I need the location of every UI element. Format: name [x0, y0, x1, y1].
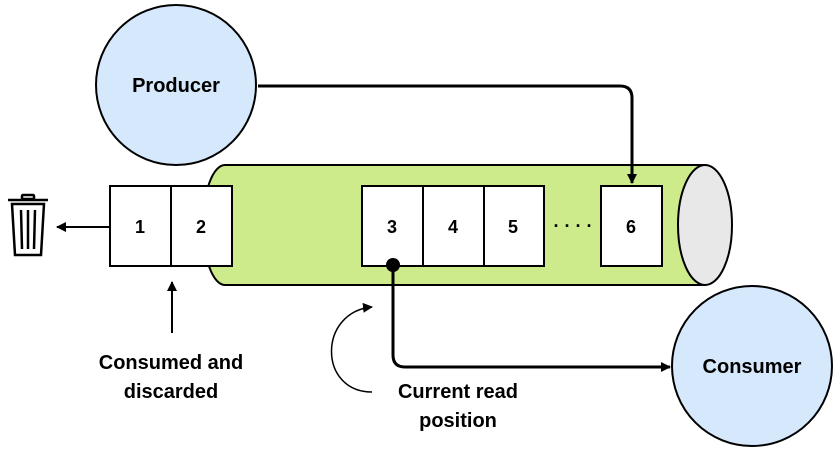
consumer-label: Consumer: [703, 356, 802, 378]
item-label: 5: [508, 217, 518, 237]
item-label: 4: [448, 217, 458, 237]
read-label-line2: position: [419, 410, 497, 432]
queue-item: 5: [483, 185, 545, 267]
discarded-item: 1: [109, 185, 172, 267]
producer-label: Producer: [132, 75, 220, 97]
read-position-curve: [330, 302, 373, 393]
consumed-label-line1: Consumed and: [99, 352, 243, 374]
consumer-node: Consumer: [671, 285, 833, 447]
ellipsis: · · · ·: [554, 216, 593, 236]
read-label-line1: Current read: [398, 381, 518, 403]
item-label: 2: [196, 217, 206, 237]
item-label: 6: [626, 217, 636, 237]
producer-node: Producer: [95, 4, 257, 166]
discarded-item: 2: [170, 185, 233, 267]
queue-item-tail: 6: [600, 185, 663, 267]
item-label: 3: [387, 217, 397, 237]
consumer-arrow: [391, 265, 671, 372]
pipe-end: [677, 164, 733, 286]
item-label: 1: [135, 217, 145, 237]
queue-item: 4: [422, 185, 485, 267]
consumed-label-line2: discarded: [124, 381, 218, 403]
trash-icon: [8, 193, 48, 257]
producer-arrow: [258, 84, 637, 184]
queue-item: 3: [361, 185, 424, 267]
